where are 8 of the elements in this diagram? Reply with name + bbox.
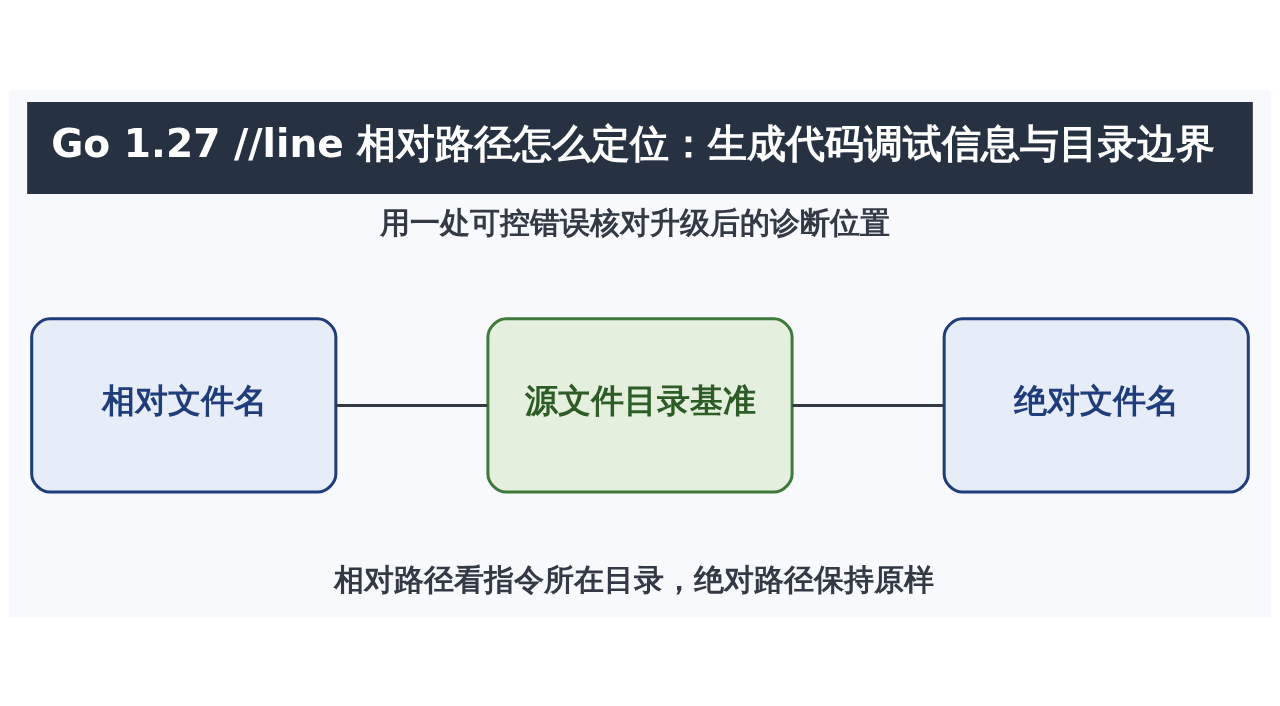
diagram-title: Go 1.27 //line 相对路径怎么定位：生成代码调试信息与目录边界 xyxy=(51,120,1216,166)
node-box: 源文件目录基准 xyxy=(486,316,794,494)
node-box: 相对文件名 xyxy=(30,316,338,494)
node-box: 绝对文件名 xyxy=(942,316,1250,494)
label: 用一处可控错误核对升级后的诊断位置 xyxy=(380,204,891,240)
label: 相对路径看指令所在目录，绝对路径保持原样 xyxy=(334,561,935,597)
connector xyxy=(336,403,488,407)
connector xyxy=(792,403,944,407)
